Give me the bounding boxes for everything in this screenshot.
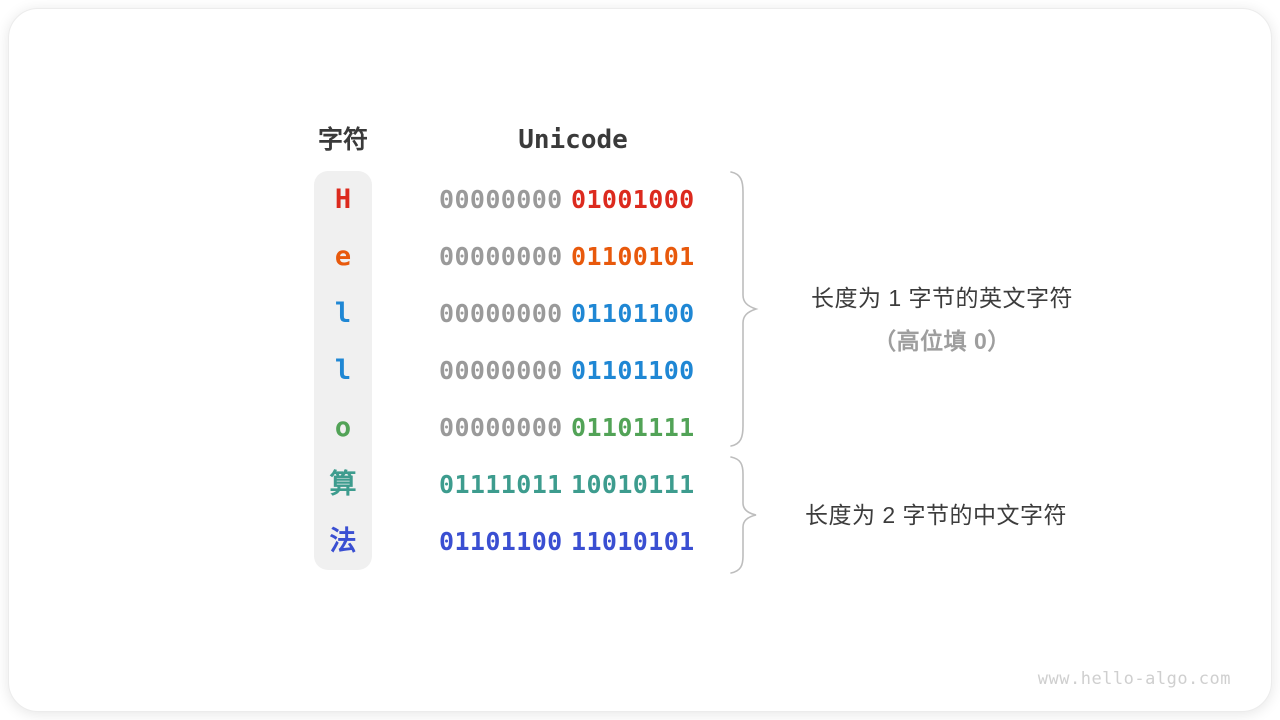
byte2-cell: 01101100 [571, 299, 695, 328]
english-group-label: 长度为 1 字节的英文字符 （高位填 0） [787, 279, 1097, 356]
byte2-cell: 11010101 [571, 527, 695, 556]
char-cell: o [334, 412, 352, 443]
byte1-cell: 01101100 [439, 527, 563, 556]
byte1-cell: 00000000 [439, 185, 563, 214]
byte1-cell: 00000000 [439, 299, 563, 328]
chinese-group-label-line1: 长度为 2 字节的中文字符 [804, 502, 1068, 528]
byte2-cell: 10010111 [571, 470, 695, 499]
char-cell: 法 [329, 526, 357, 557]
char-cell: H [334, 184, 352, 215]
grouping-braces [730, 171, 759, 574]
char-cell: 算 [329, 469, 357, 500]
char-column-background [314, 171, 372, 570]
byte1-cell: 00000000 [439, 242, 563, 271]
table-row: e 00000000 01100101 [9, 228, 1271, 285]
table-row: l 00000000 01101100 [9, 285, 1271, 342]
diagram-card: 字符 Unicode H 00000000 01001000 e 00000000 011… [8, 8, 1272, 712]
english-group-label-line1: 长度为 1 字节的英文字符 [810, 285, 1074, 311]
byte2-cell: 01001000 [571, 185, 695, 214]
brace-chinese-group [730, 456, 757, 574]
english-group-label-line2: （高位填 0） [873, 328, 1011, 354]
byte1-cell: 01111011 [439, 470, 563, 499]
chinese-group-label: 长度为 2 字节的中文字符 [781, 496, 1091, 530]
table-row: H 00000000 01001000 [9, 171, 1271, 228]
char-cell: e [334, 241, 352, 272]
table-row: 算 01111011 10010111 [9, 456, 1271, 513]
brace-english-group [730, 171, 759, 447]
char-cell: l [334, 298, 352, 329]
unicode-column-header: Unicode [518, 125, 628, 155]
char-cell: l [334, 355, 352, 386]
byte1-cell: 00000000 [439, 356, 563, 385]
table-row: o 00000000 01101111 [9, 399, 1271, 456]
watermark: www.hello-algo.com [1037, 669, 1231, 689]
byte2-cell: 01100101 [571, 242, 695, 271]
byte1-cell: 00000000 [439, 413, 563, 442]
byte2-cell: 01101111 [571, 413, 695, 442]
char-column-header: 字符 [317, 126, 368, 154]
table-row: l 00000000 01101100 [9, 342, 1271, 399]
byte2-cell: 01101100 [571, 356, 695, 385]
table-row: 法 01101100 11010101 [9, 513, 1271, 570]
